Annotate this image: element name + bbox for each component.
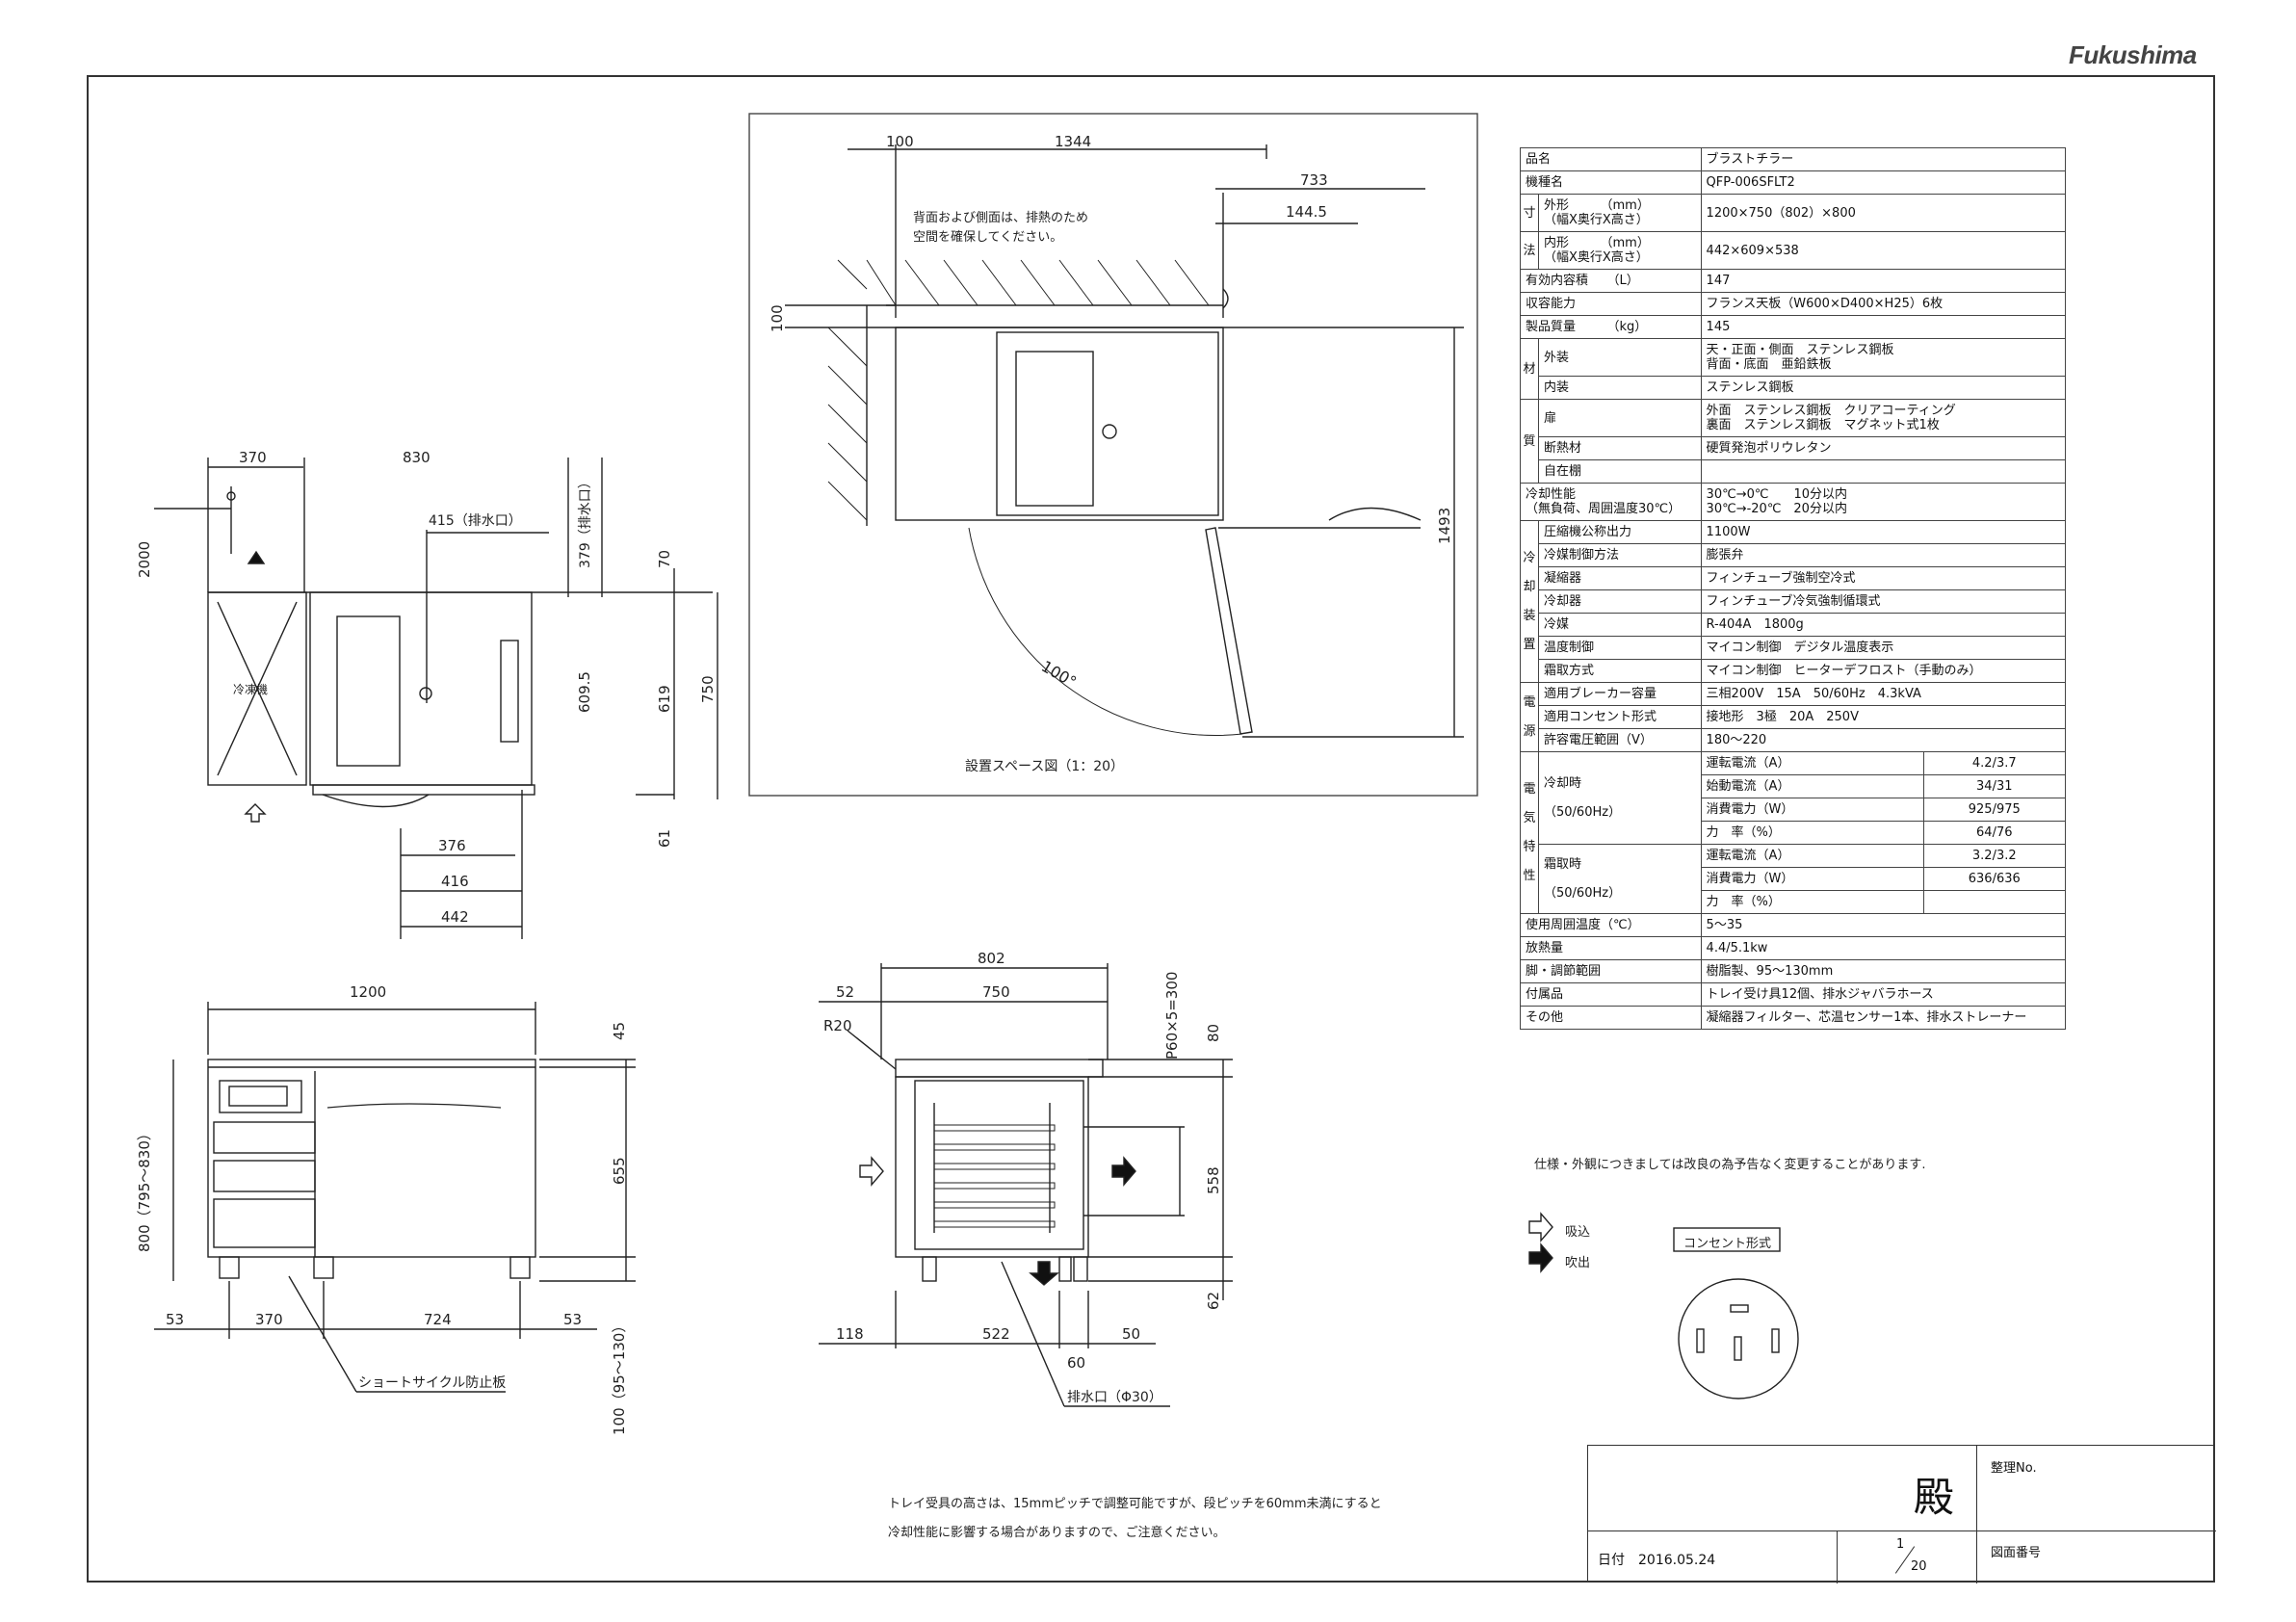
- dim-100-range: 100（95～130）: [611, 1319, 628, 1435]
- spec-value: 1200×750（802）×800: [1700, 194, 2067, 232]
- plan-view: 冷凍機 370 830 415（排水口） 379（排水口） 2000 70 60…: [136, 449, 718, 939]
- group-label: 寸: [1520, 194, 1539, 232]
- dim-144-5: 144.5: [1286, 203, 1327, 221]
- heat-clearance-note-2: 空間を確保してください。: [913, 229, 1062, 245]
- dim-442: 442: [441, 908, 469, 926]
- dim-1493: 1493: [1436, 508, 1453, 544]
- door-angle: 100°: [1038, 657, 1080, 692]
- date: 日付 2016.05.24: [1598, 1553, 1716, 1568]
- dim-100: 100: [886, 133, 914, 150]
- outlet-type-label: コンセント形式: [1683, 1237, 1772, 1251]
- intake-label: 吸込: [1565, 1225, 1591, 1240]
- spec-change-note: 仕様・外観につきましては改良の為予告なく変更することがあります.: [1534, 1158, 1926, 1172]
- spec-label: 機種名: [1520, 170, 1702, 195]
- machine-label: 冷凍機: [233, 682, 268, 696]
- dim-558: 558: [1205, 1166, 1222, 1194]
- dim-2000: 2000: [136, 541, 153, 578]
- intake-arrow-icon: [1528, 1212, 1553, 1243]
- exhaust-arrow-icon: [1528, 1243, 1553, 1273]
- spec-value: QFP-006SFLT2: [1700, 170, 2067, 195]
- honorific: 殿: [1914, 1474, 1955, 1521]
- dim-750-side: 750: [982, 983, 1010, 1001]
- dim-50: 50: [1122, 1325, 1140, 1343]
- spec-value: ブラストチラー: [1700, 147, 2067, 171]
- dim-750-plan: 750: [699, 675, 717, 703]
- dim-522: 522: [982, 1325, 1010, 1343]
- group-label: 法: [1520, 231, 1539, 270]
- spec-value: 442×609×538: [1700, 231, 2067, 270]
- ref-no-label: 整理No.: [1991, 1461, 2037, 1476]
- spec-label: 品名: [1520, 147, 1702, 171]
- dim-609-5: 609.5: [576, 671, 593, 713]
- dim-416: 416: [441, 873, 469, 890]
- dim-370-front: 370: [255, 1311, 283, 1328]
- outlet-symbol-icon: [1678, 1278, 1799, 1400]
- dim-800-range: 800（795～830）: [136, 1126, 153, 1252]
- dim-70: 70: [656, 550, 673, 568]
- legend: [1528, 1212, 1799, 1400]
- dim-370: 370: [239, 449, 267, 466]
- dim-619: 619: [656, 685, 673, 713]
- dim-53-right: 53: [563, 1311, 582, 1328]
- heat-clearance-note-1: 背面および側面は、排熱のため: [913, 211, 1088, 225]
- drawing-no-label: 図面番号: [1991, 1546, 2042, 1560]
- dim-733: 733: [1300, 171, 1328, 189]
- scale-numerator: 1: [1896, 1537, 1905, 1552]
- dim-376: 376: [438, 837, 466, 854]
- brand-logo: Fukushima: [2069, 40, 2197, 69]
- dim-379-drain: 379（排水口）: [578, 475, 593, 568]
- dim-830: 830: [403, 449, 430, 466]
- exhaust-label: 吹出: [1565, 1256, 1591, 1270]
- title-block: 殿 整理No. 日付 2016.05.24 1 20 図面番号: [1587, 1445, 2216, 1583]
- dim-802: 802: [978, 950, 1005, 967]
- dim-61: 61: [656, 829, 673, 848]
- short-cycle-plate-label: ショートサイクル防止板: [358, 1375, 506, 1391]
- dim-100-vertical: 100: [769, 304, 786, 332]
- drain-outlet-label: 排水口（Φ30）: [1067, 1390, 1162, 1405]
- dim-80: 80: [1205, 1024, 1222, 1042]
- dim-45: 45: [611, 1022, 628, 1040]
- dim-60: 60: [1067, 1354, 1085, 1372]
- dim-52: 52: [836, 983, 854, 1001]
- scale-denominator: 20: [1911, 1559, 1927, 1574]
- dim-r20: R20: [823, 1017, 852, 1034]
- dim-415-drain: 415（排水口）: [429, 513, 522, 529]
- dim-1200: 1200: [350, 983, 386, 1001]
- dim-724: 724: [424, 1311, 452, 1328]
- side-view: 802 52 750 R20 P60×5=300 80 558 62 118 5…: [819, 950, 1233, 1407]
- installation-space-view: 100 1344 733 144.5 100 1493 100° 背面および側面…: [748, 113, 1478, 797]
- dim-pitch: P60×5=300: [1163, 972, 1181, 1060]
- installation-caption: 設置スペース図（1：20）: [965, 759, 1124, 774]
- dim-655: 655: [611, 1157, 628, 1185]
- front-view: 1200 45 655 800（795～830） 100（95～130） 53 …: [136, 983, 636, 1435]
- dim-118: 118: [836, 1325, 864, 1343]
- dim-62: 62: [1205, 1292, 1222, 1310]
- tray-note-line-1: トレイ受具の高さは、15mmピッチで調整可能ですが、段ピッチを60mm未満にする…: [888, 1497, 1382, 1511]
- drawing-frame: [87, 75, 2215, 1583]
- dim-53-left: 53: [166, 1311, 184, 1328]
- tray-note-line-2: 冷却性能に影響する場合がありますので、ご注意ください。: [888, 1526, 1226, 1540]
- dim-1344: 1344: [1055, 133, 1091, 150]
